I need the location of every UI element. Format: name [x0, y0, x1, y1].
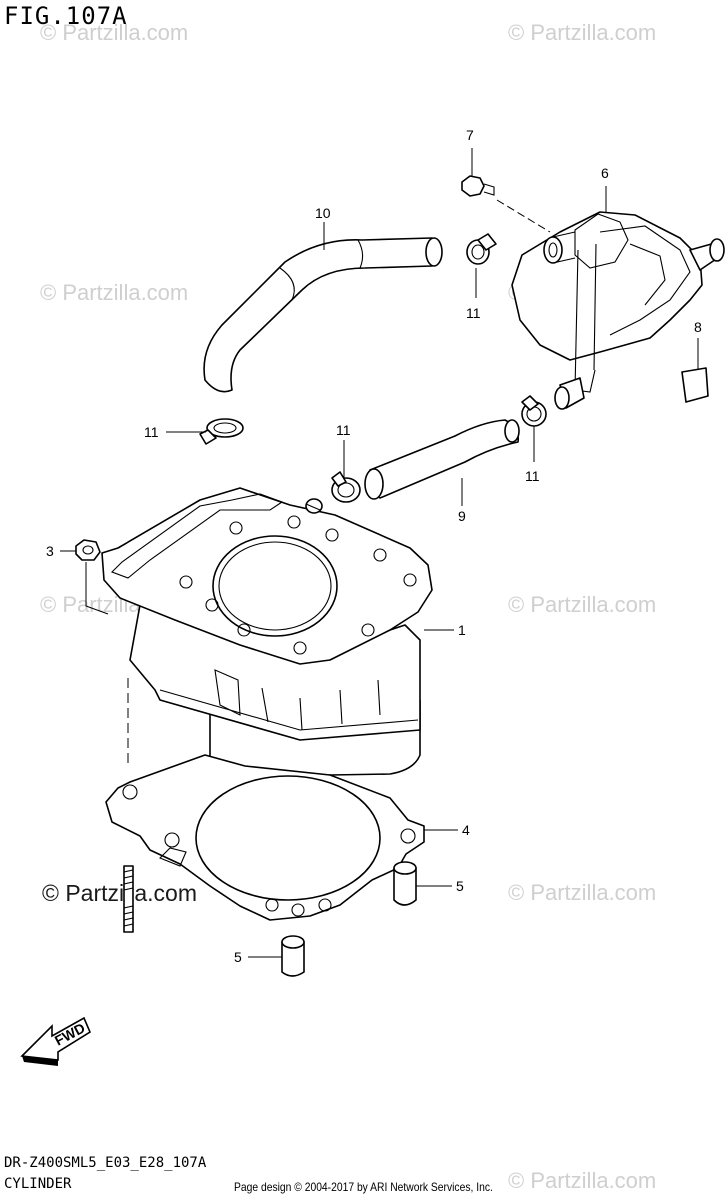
watermark: © Partzilla.com [40, 20, 189, 45]
model-code: DR-Z400SML5_E03_E28_107A [4, 1155, 207, 1171]
watermark: © Partzilla.com [40, 280, 189, 305]
watermark: © Partzilla.com [508, 1168, 657, 1193]
section-name: CYLINDER [4, 1176, 72, 1192]
leader-lines [60, 148, 699, 958]
part-2-stud[interactable] [123, 678, 134, 933]
callout-1: 1 [458, 622, 466, 638]
figure-title: FIG.107A [4, 2, 128, 30]
fwd-arrow-icon: FWD [20, 1016, 92, 1066]
part-6-valve-housing[interactable] [511, 211, 725, 410]
part-8-block[interactable] [681, 367, 709, 403]
watermark: © Partzilla.com [508, 20, 657, 45]
part-3-nut[interactable] [75, 539, 109, 615]
watermark: © Partzilla.com [42, 880, 197, 906]
callout-11: 11 [144, 424, 159, 440]
callout-5: 5 [456, 878, 464, 894]
part-1-cylinder[interactable] [101, 487, 433, 777]
callout-10: 10 [315, 205, 331, 221]
callout-11: 11 [466, 305, 481, 321]
callout-11: 11 [336, 422, 351, 438]
watermark: © Partzilla.com [508, 592, 657, 617]
callout-9: 9 [458, 508, 466, 524]
part-5-dowel-pin[interactable] [281, 935, 305, 977]
part-11-clamp[interactable] [521, 395, 547, 427]
watermark: © Partzilla.com [508, 880, 657, 905]
part-10-hose[interactable] [203, 237, 443, 393]
part-9-hose[interactable] [364, 419, 520, 500]
callout-6: 6 [601, 165, 609, 181]
part-11-clamp[interactable] [331, 471, 361, 503]
callout-4: 4 [462, 822, 470, 838]
part-11-clamp[interactable] [466, 233, 497, 265]
callout-3: 3 [46, 543, 54, 559]
part-5-dowel-pin[interactable] [393, 861, 417, 906]
part-4-gasket[interactable] [105, 754, 425, 921]
callout-8: 8 [694, 319, 702, 335]
page-credit: Page design © 2004-2017 by ARI Network S… [234, 1180, 493, 1194]
callout-5: 5 [234, 949, 242, 965]
part-11-clamp[interactable] [199, 418, 244, 445]
callout-7: 7 [466, 127, 474, 143]
callout-11: 11 [525, 468, 540, 484]
part-7-bolt[interactable] [461, 175, 551, 233]
